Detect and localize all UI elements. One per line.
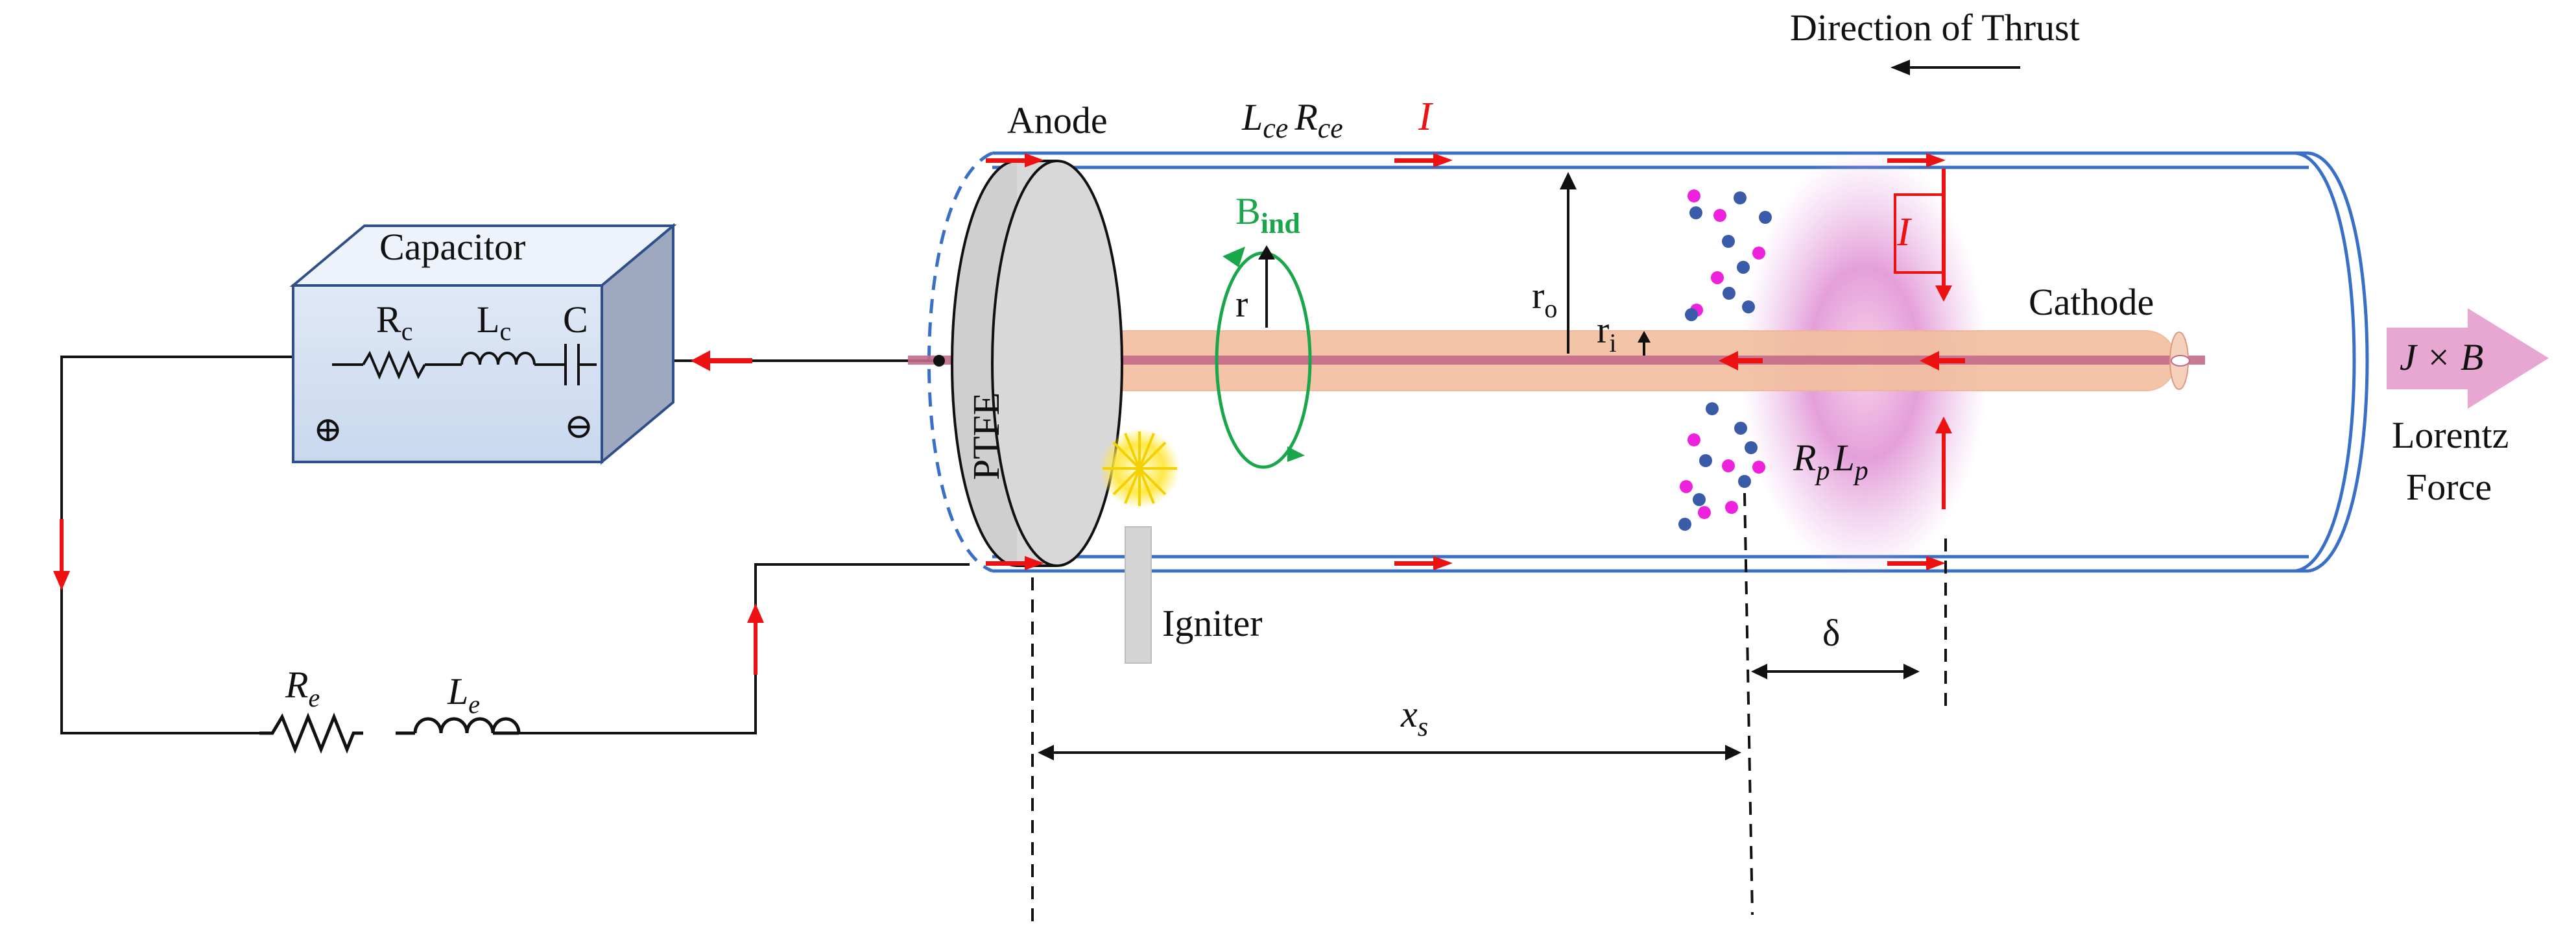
dimension-lines (1031, 492, 1947, 928)
force-label: Force (2406, 466, 2492, 508)
induced-field-loop (1215, 245, 1312, 469)
external-inductor (396, 717, 521, 735)
thrust-direction-arrow (1890, 60, 2020, 75)
igniter (1099, 428, 1180, 664)
capacitor-lc-label: Lc (477, 298, 511, 346)
ptfe-disc (951, 160, 1123, 567)
plasma-particles (1678, 189, 1772, 531)
lorentz-force-arrow (2387, 308, 2549, 409)
capacitor-rc-label: Rc (376, 298, 412, 346)
radius-markers (1560, 172, 1651, 356)
inner-radius-label: ri (1597, 309, 1616, 357)
lorentz-label: Lorentz (2392, 414, 2509, 456)
direction-of-thrust-label: Direction of Thrust (1790, 6, 2080, 49)
ptfe-label: PTFE (965, 393, 1007, 480)
external-resistance-label: Re (285, 664, 320, 712)
igniter-label: Igniter (1162, 602, 1263, 644)
positive-terminal-icon: ⊕ (313, 410, 342, 449)
jxb-label: J × B (2400, 336, 2483, 378)
cathode-label: Cathode (2029, 281, 2154, 323)
cathode-rod (908, 330, 2205, 391)
tube-current-label: I (1418, 95, 1434, 139)
radius-r-label: r (1235, 283, 1248, 325)
sheet-thickness-label: δ (1822, 612, 1840, 654)
dimension-arrowheads (1038, 664, 1920, 760)
sheet-position-label: xs (1400, 693, 1428, 742)
capacitor-box (289, 223, 677, 465)
induced-field-label: Bind (1235, 190, 1300, 239)
capacitor-title: Capacitor (379, 226, 525, 268)
outer-tube (927, 151, 2369, 573)
anode-label: Anode (1007, 99, 1108, 141)
outer-radius-label: ro (1532, 274, 1557, 323)
box-current-frame (1894, 193, 1945, 274)
capacitor-c-label: C (563, 298, 588, 341)
tube-current-arrows (986, 153, 1965, 570)
box-current-label: I (1896, 210, 1913, 254)
external-inductance-label: Le (447, 670, 480, 719)
negative-terminal-icon: ⊖ (564, 407, 593, 446)
wire-current-arrows (53, 350, 764, 675)
external-resistor (259, 712, 363, 754)
